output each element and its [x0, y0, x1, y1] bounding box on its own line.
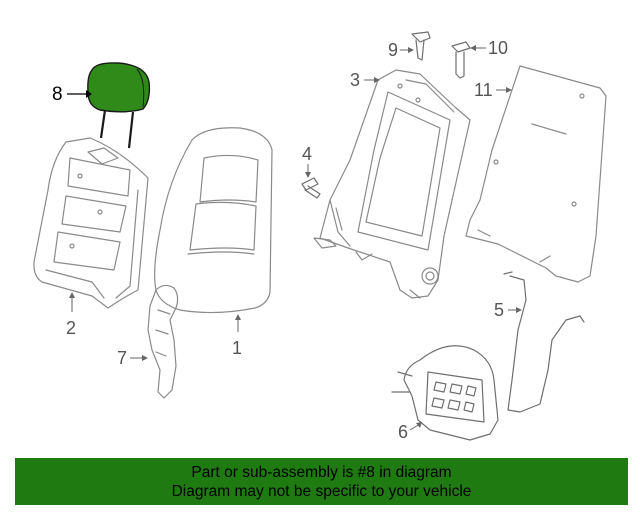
callout-label-1: 1	[232, 338, 242, 358]
callout-label-9: 9	[388, 40, 398, 60]
side-bracket-part[interactable]	[147, 284, 179, 399]
callout-2: 2	[66, 292, 76, 338]
callout-6: 6	[398, 422, 422, 442]
seat-back-cover-part[interactable]	[154, 127, 273, 314]
callout-label-7: 7	[117, 348, 127, 368]
callout-8: 8	[52, 84, 92, 105]
bolt-part[interactable]	[301, 177, 321, 199]
callout-label-3: 3	[350, 70, 360, 90]
wire-part[interactable]	[503, 271, 585, 413]
seat-frame-part[interactable]	[313, 69, 471, 299]
callout-label-6: 6	[398, 422, 408, 442]
callout-label-10: 10	[488, 38, 508, 58]
headrest-guide-lock-part[interactable]	[451, 41, 471, 79]
callout-9: 9	[388, 40, 414, 60]
callout-5: 5	[494, 300, 522, 320]
back-panel-part[interactable]	[465, 65, 607, 283]
callout-label-4: 4	[302, 144, 312, 164]
banner-line-2: Diagram may not be specific to your vehi…	[171, 482, 472, 500]
callout-10: 10	[470, 38, 508, 58]
info-banner: Part or sub-assembly is #8 in diagram Di…	[15, 458, 628, 505]
parts-diagram: 8 2 1 7	[33, 31, 607, 442]
callout-11: 11	[474, 80, 512, 100]
banner-line-1: Part or sub-assembly is #8 in diagram	[191, 463, 452, 481]
headrest-guide-part[interactable]	[411, 31, 431, 61]
headrest-part[interactable]	[87, 62, 151, 149]
callout-7: 7	[117, 348, 148, 368]
callout-1: 1	[232, 314, 242, 358]
callout-label-2: 2	[66, 318, 76, 338]
callout-label-5: 5	[494, 300, 504, 320]
seat-back-panel-part[interactable]	[33, 137, 149, 309]
lumbar-support-part[interactable]	[391, 345, 499, 441]
callout-label-8: 8	[52, 84, 63, 105]
callout-label-11: 11	[474, 80, 493, 100]
callout-4: 4	[302, 144, 312, 178]
callout-3: 3	[350, 70, 380, 90]
